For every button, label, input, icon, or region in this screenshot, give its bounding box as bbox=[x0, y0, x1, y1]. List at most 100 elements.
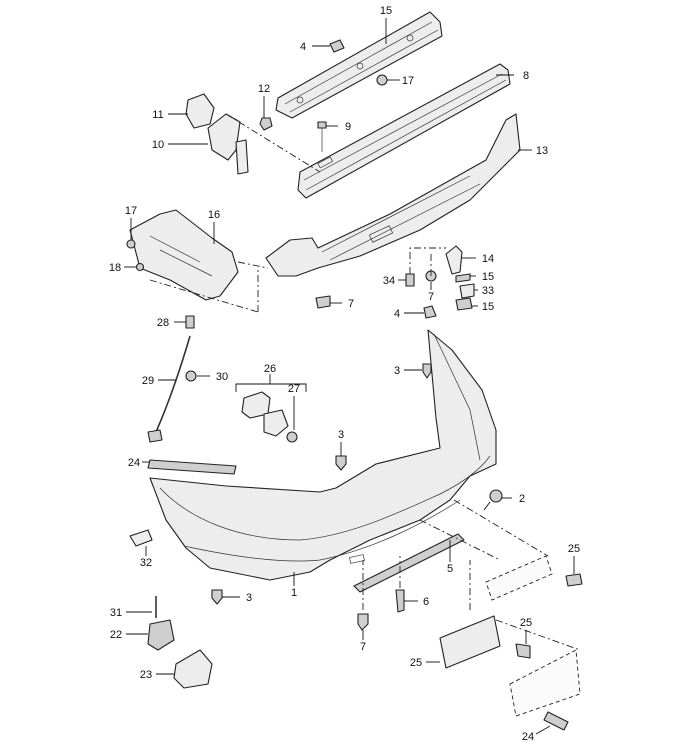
svg-text:34: 34 bbox=[383, 275, 395, 287]
part-34-bolt bbox=[405, 273, 415, 287]
part-25-screw-upper bbox=[565, 573, 583, 587]
callout-25-upper: 25 bbox=[568, 543, 580, 574]
part-29-cable bbox=[147, 335, 191, 443]
callout-26: 26 bbox=[264, 363, 276, 384]
callout-33: 33 bbox=[474, 285, 494, 297]
callout-25-lower: 25 bbox=[520, 617, 532, 644]
part-33-bracket bbox=[459, 283, 475, 299]
part-18-screw bbox=[135, 262, 145, 272]
part-14-bracket bbox=[445, 245, 463, 275]
callout-1: 1 bbox=[291, 572, 297, 599]
svg-text:27: 27 bbox=[288, 383, 300, 395]
part-9-bolt bbox=[317, 121, 327, 152]
part-27-ring bbox=[286, 431, 298, 443]
svg-text:3: 3 bbox=[338, 429, 344, 441]
svg-text:4: 4 bbox=[300, 41, 306, 53]
svg-text:22: 22 bbox=[110, 629, 122, 641]
callout-18: 18 bbox=[109, 262, 136, 274]
callout-23: 25 bbox=[410, 657, 440, 669]
callout-29: 29 bbox=[142, 375, 176, 387]
callout-20: 22 bbox=[110, 629, 148, 641]
svg-text:25: 25 bbox=[568, 543, 580, 555]
callout-2: 2 bbox=[502, 493, 525, 505]
svg-text:31: 31 bbox=[110, 607, 122, 619]
callout-34: 34 bbox=[383, 275, 406, 287]
svg-text:7: 7 bbox=[348, 298, 354, 310]
svg-text:25: 25 bbox=[410, 657, 422, 669]
callout-14: 14 bbox=[462, 253, 494, 265]
svg-text:24: 24 bbox=[128, 457, 140, 469]
callout-15-a: 15 bbox=[470, 271, 494, 283]
svg-text:15: 15 bbox=[482, 271, 494, 283]
svg-text:11: 11 bbox=[152, 109, 163, 121]
part-3-screw-low bbox=[211, 589, 223, 605]
part-11-plate bbox=[185, 93, 215, 129]
part-23-plate-bracket bbox=[439, 615, 501, 669]
callout-3-upper: 3 bbox=[394, 365, 422, 377]
callout-7-low: 7 bbox=[360, 630, 366, 653]
part-3-screw-upper bbox=[422, 363, 432, 379]
svg-text:24: 24 bbox=[522, 731, 534, 743]
callout-12: 12 bbox=[258, 83, 270, 118]
part-16-bracket bbox=[129, 209, 269, 313]
callout-6: 6 bbox=[404, 596, 429, 608]
svg-text:13: 13 bbox=[536, 145, 548, 157]
svg-text:12: 12 bbox=[258, 83, 270, 95]
callout-11: 11 bbox=[152, 109, 188, 121]
part-17-nut-top bbox=[376, 74, 388, 86]
part-22-strip bbox=[147, 459, 237, 475]
svg-text:5: 5 bbox=[447, 563, 453, 575]
callout-16: 16 bbox=[208, 209, 220, 244]
svg-text:30: 30 bbox=[216, 371, 228, 383]
callout-15-b: 15 bbox=[472, 301, 494, 313]
svg-text:10: 10 bbox=[152, 139, 164, 151]
dashed-plate-lower bbox=[509, 649, 581, 717]
callout-5: 5 bbox=[447, 540, 453, 575]
svg-text:18: 18 bbox=[109, 262, 121, 274]
svg-text:17: 17 bbox=[125, 205, 137, 217]
svg-text:7: 7 bbox=[360, 641, 366, 653]
part-7-bolt-low bbox=[357, 613, 369, 631]
svg-text:16: 16 bbox=[208, 209, 220, 221]
part-10-bracket bbox=[207, 113, 249, 175]
callout-3-mid: 3 bbox=[338, 429, 344, 456]
callout-4-right: 4 bbox=[394, 308, 424, 320]
callout-13: 13 bbox=[518, 145, 548, 157]
svg-text:3: 3 bbox=[246, 592, 252, 604]
callout-27: 27 bbox=[288, 383, 300, 430]
part-17-nut-left bbox=[126, 239, 136, 249]
part-15-clip-a bbox=[455, 273, 471, 283]
part-7-bolt-mid bbox=[315, 295, 331, 309]
svg-text:6: 6 bbox=[423, 596, 429, 608]
callout-21: 23 bbox=[140, 669, 174, 681]
callout-17-left: 17 bbox=[125, 205, 137, 240]
part-30-grommet bbox=[185, 370, 197, 382]
part-21-light bbox=[173, 649, 213, 689]
callout-19: 15 bbox=[380, 5, 392, 44]
part-20-reflector bbox=[147, 619, 175, 651]
callout-4-top: 4 bbox=[300, 41, 330, 53]
svg-text:33: 33 bbox=[482, 285, 494, 297]
svg-text:2: 2 bbox=[519, 493, 525, 505]
svg-text:14: 14 bbox=[482, 253, 494, 265]
part-4-clip-top bbox=[329, 39, 345, 53]
part-27-housing bbox=[263, 409, 289, 437]
callout-32: 32 bbox=[140, 546, 152, 569]
callout-31: 31 bbox=[110, 607, 152, 619]
svg-text:3: 3 bbox=[394, 365, 400, 377]
part-3-screw-mid bbox=[335, 455, 347, 471]
callout-24: 24 bbox=[522, 725, 551, 743]
svg-text:15: 15 bbox=[482, 301, 494, 313]
part-12-bolt bbox=[259, 117, 273, 131]
part-1-bumper-cover bbox=[149, 329, 497, 581]
svg-text:28: 28 bbox=[157, 317, 169, 329]
part-19-upper-rail bbox=[275, 11, 443, 119]
part-15-clip-b bbox=[455, 297, 473, 311]
part-28-sensor bbox=[185, 315, 195, 329]
callout-28: 28 bbox=[157, 317, 186, 329]
part-8-beam bbox=[297, 63, 511, 199]
part-2-cap bbox=[483, 489, 503, 511]
callout-22: 24 bbox=[128, 457, 150, 469]
